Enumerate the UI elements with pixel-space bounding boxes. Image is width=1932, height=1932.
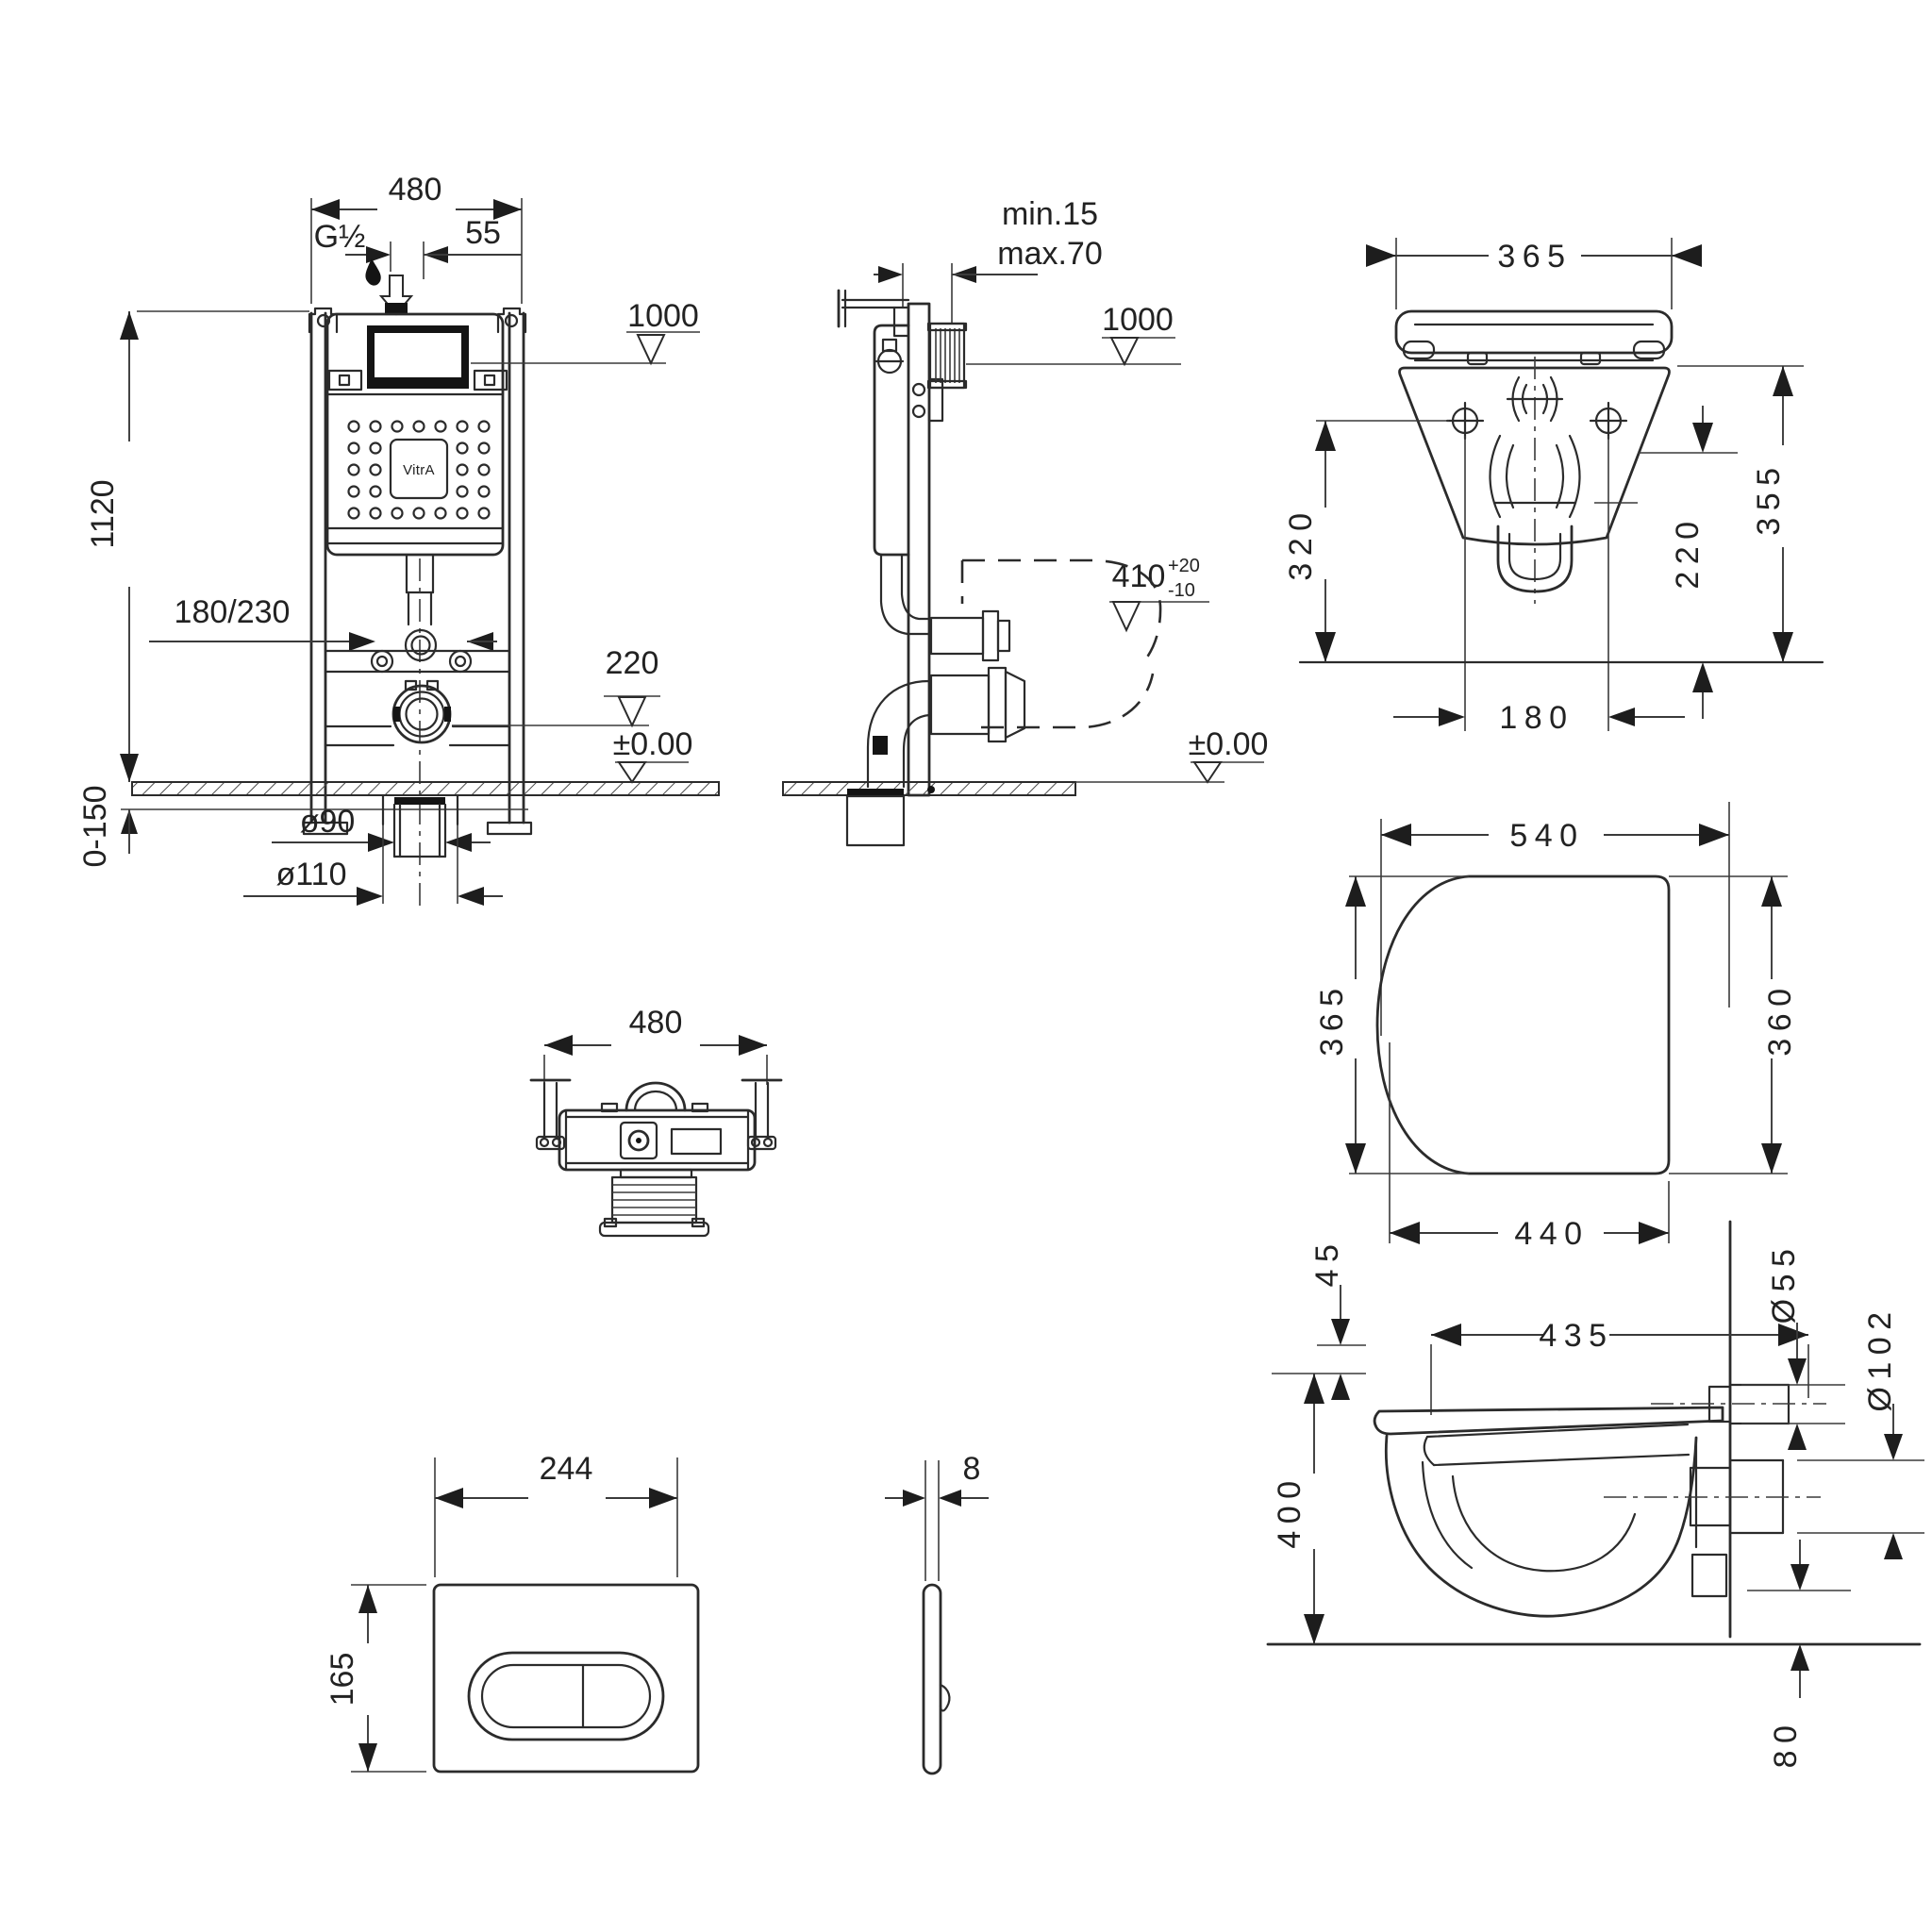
flush-plate — [432, 1583, 700, 1774]
cistern-dot-grid — [347, 420, 491, 520]
frame-front-view: 480 G½ 55 — [77, 172, 720, 906]
dim-front-width: 365 — [1314, 981, 1350, 1056]
dim-outlet-diameter: Ø102 — [1862, 1305, 1898, 1411]
dim-plate-thickness: 8 — [963, 1451, 981, 1487]
dim-wall-min: min.15 — [1002, 196, 1098, 232]
dim-outlet-height-rear: 220 — [1670, 514, 1706, 589]
bowl-top-view: 540 365 360 440 — [1314, 802, 1798, 1252]
dim-outlet-offset: 80 — [1768, 1719, 1804, 1769]
rinse-arcs — [1489, 375, 1581, 519]
dim-rim-tol-plus: +20 — [1168, 556, 1200, 576]
dim-foot-adjust: 0-150 — [77, 786, 113, 868]
dim-bowl-width: 365 — [1497, 239, 1572, 275]
bowl-side-view: 435 45 400 — [1266, 1220, 1924, 1769]
dim-plate-width: 244 — [540, 1451, 593, 1487]
datum-floor-front: ±0.00 — [613, 726, 693, 762]
dim-hole-spacing: 180 — [1499, 700, 1574, 736]
dim-frame-width: 480 — [389, 172, 442, 208]
flush-button-inner — [480, 1663, 652, 1729]
dim-bowl-depth: 540 — [1509, 818, 1584, 854]
dim-seat-offset: 45 — [1309, 1238, 1345, 1288]
frame-side-view: min.15 max.70 1000 — [782, 196, 1269, 847]
dim-inlet-thread: G½ — [314, 219, 366, 255]
flush-plate-front-view: 244 165 — [325, 1451, 700, 1774]
dim-drain-inner: ø90 — [300, 804, 356, 840]
dim-frame-height: 1120 — [85, 479, 121, 548]
dim-actuation-height: 1000 — [627, 298, 699, 334]
flush-button-outer — [467, 1651, 665, 1741]
dim-rim-tol-minus: -10 — [1168, 580, 1195, 601]
dim-inlet-offset: 55 — [465, 215, 501, 251]
dim-drain-outer: ø110 — [276, 857, 347, 892]
dim-inlet-diameter: Ø55 — [1766, 1242, 1802, 1324]
dim-depth-side: 435 — [1539, 1318, 1613, 1354]
plate-profile — [922, 1583, 942, 1775]
flush-plate-side-view: 8 — [885, 1451, 989, 1775]
frame-top-view: 480 — [529, 1005, 783, 1238]
dim-seat-depth: 440 — [1514, 1216, 1589, 1252]
water-drop-icon — [365, 258, 381, 286]
dim-plate-height: 165 — [325, 1653, 360, 1707]
bowl-rear-view: 365 — [1283, 238, 1824, 736]
dim-hole-height: 320 — [1283, 506, 1319, 580]
brand-logo: VitrA — [403, 462, 435, 478]
dim-frame-top-width: 480 — [629, 1005, 683, 1041]
dim-fixing-spacing: 180/230 — [175, 594, 291, 630]
dim-wall-max: max.70 — [997, 236, 1103, 272]
dim-rear-width: 360 — [1762, 981, 1798, 1056]
dim-body-height: 355 — [1751, 460, 1787, 535]
datum-floor-side: ±0.00 — [1189, 726, 1269, 762]
dim-actuation-height-side: 1000 — [1102, 302, 1174, 338]
dim-outlet-height: 220 — [606, 645, 659, 681]
fixing-holes — [1445, 401, 1628, 441]
dim-rim-height-side: 400 — [1272, 1474, 1307, 1548]
